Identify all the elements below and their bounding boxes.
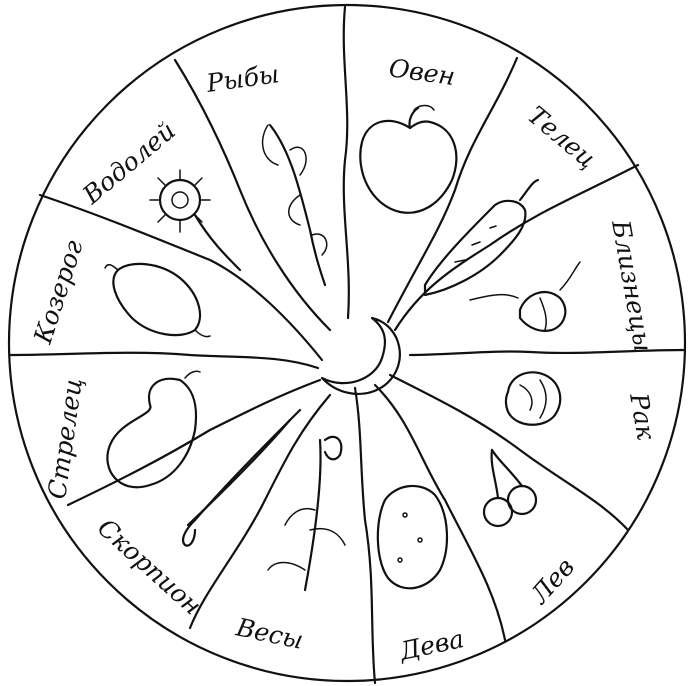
label-libra: Весы: [233, 612, 306, 655]
green-onion-icon: [183, 410, 300, 546]
label-capricorn: Козерог: [28, 236, 89, 348]
label-cancer: Рак: [624, 390, 661, 442]
bean-icon: [470, 262, 580, 331]
label-aries: Овен: [387, 53, 457, 91]
label-gemini: Близнецы: [606, 217, 658, 354]
label-aquarius: Водолей: [76, 116, 181, 210]
leafy-plant-icon: [263, 125, 327, 285]
flowering-plant-icon: [268, 437, 345, 590]
potato-icon: [378, 486, 447, 588]
crescent-moon-icon: [322, 318, 400, 394]
sector-dividers: [10, 7, 684, 683]
onion-bulb-icon: [105, 264, 210, 337]
label-scorpio: Скорпион: [92, 513, 207, 621]
label-taurus: Телец: [522, 100, 602, 173]
cabbage-icon: [506, 372, 560, 424]
label-virgo: Дева: [396, 624, 466, 666]
cherry-icon: [484, 450, 536, 526]
label-pisces: Рыбы: [204, 59, 281, 98]
label-sagittarius: Стрелец: [42, 376, 88, 501]
apple-icon: [360, 106, 456, 213]
label-leo: Лев: [524, 552, 580, 610]
pear-icon: [107, 371, 200, 487]
